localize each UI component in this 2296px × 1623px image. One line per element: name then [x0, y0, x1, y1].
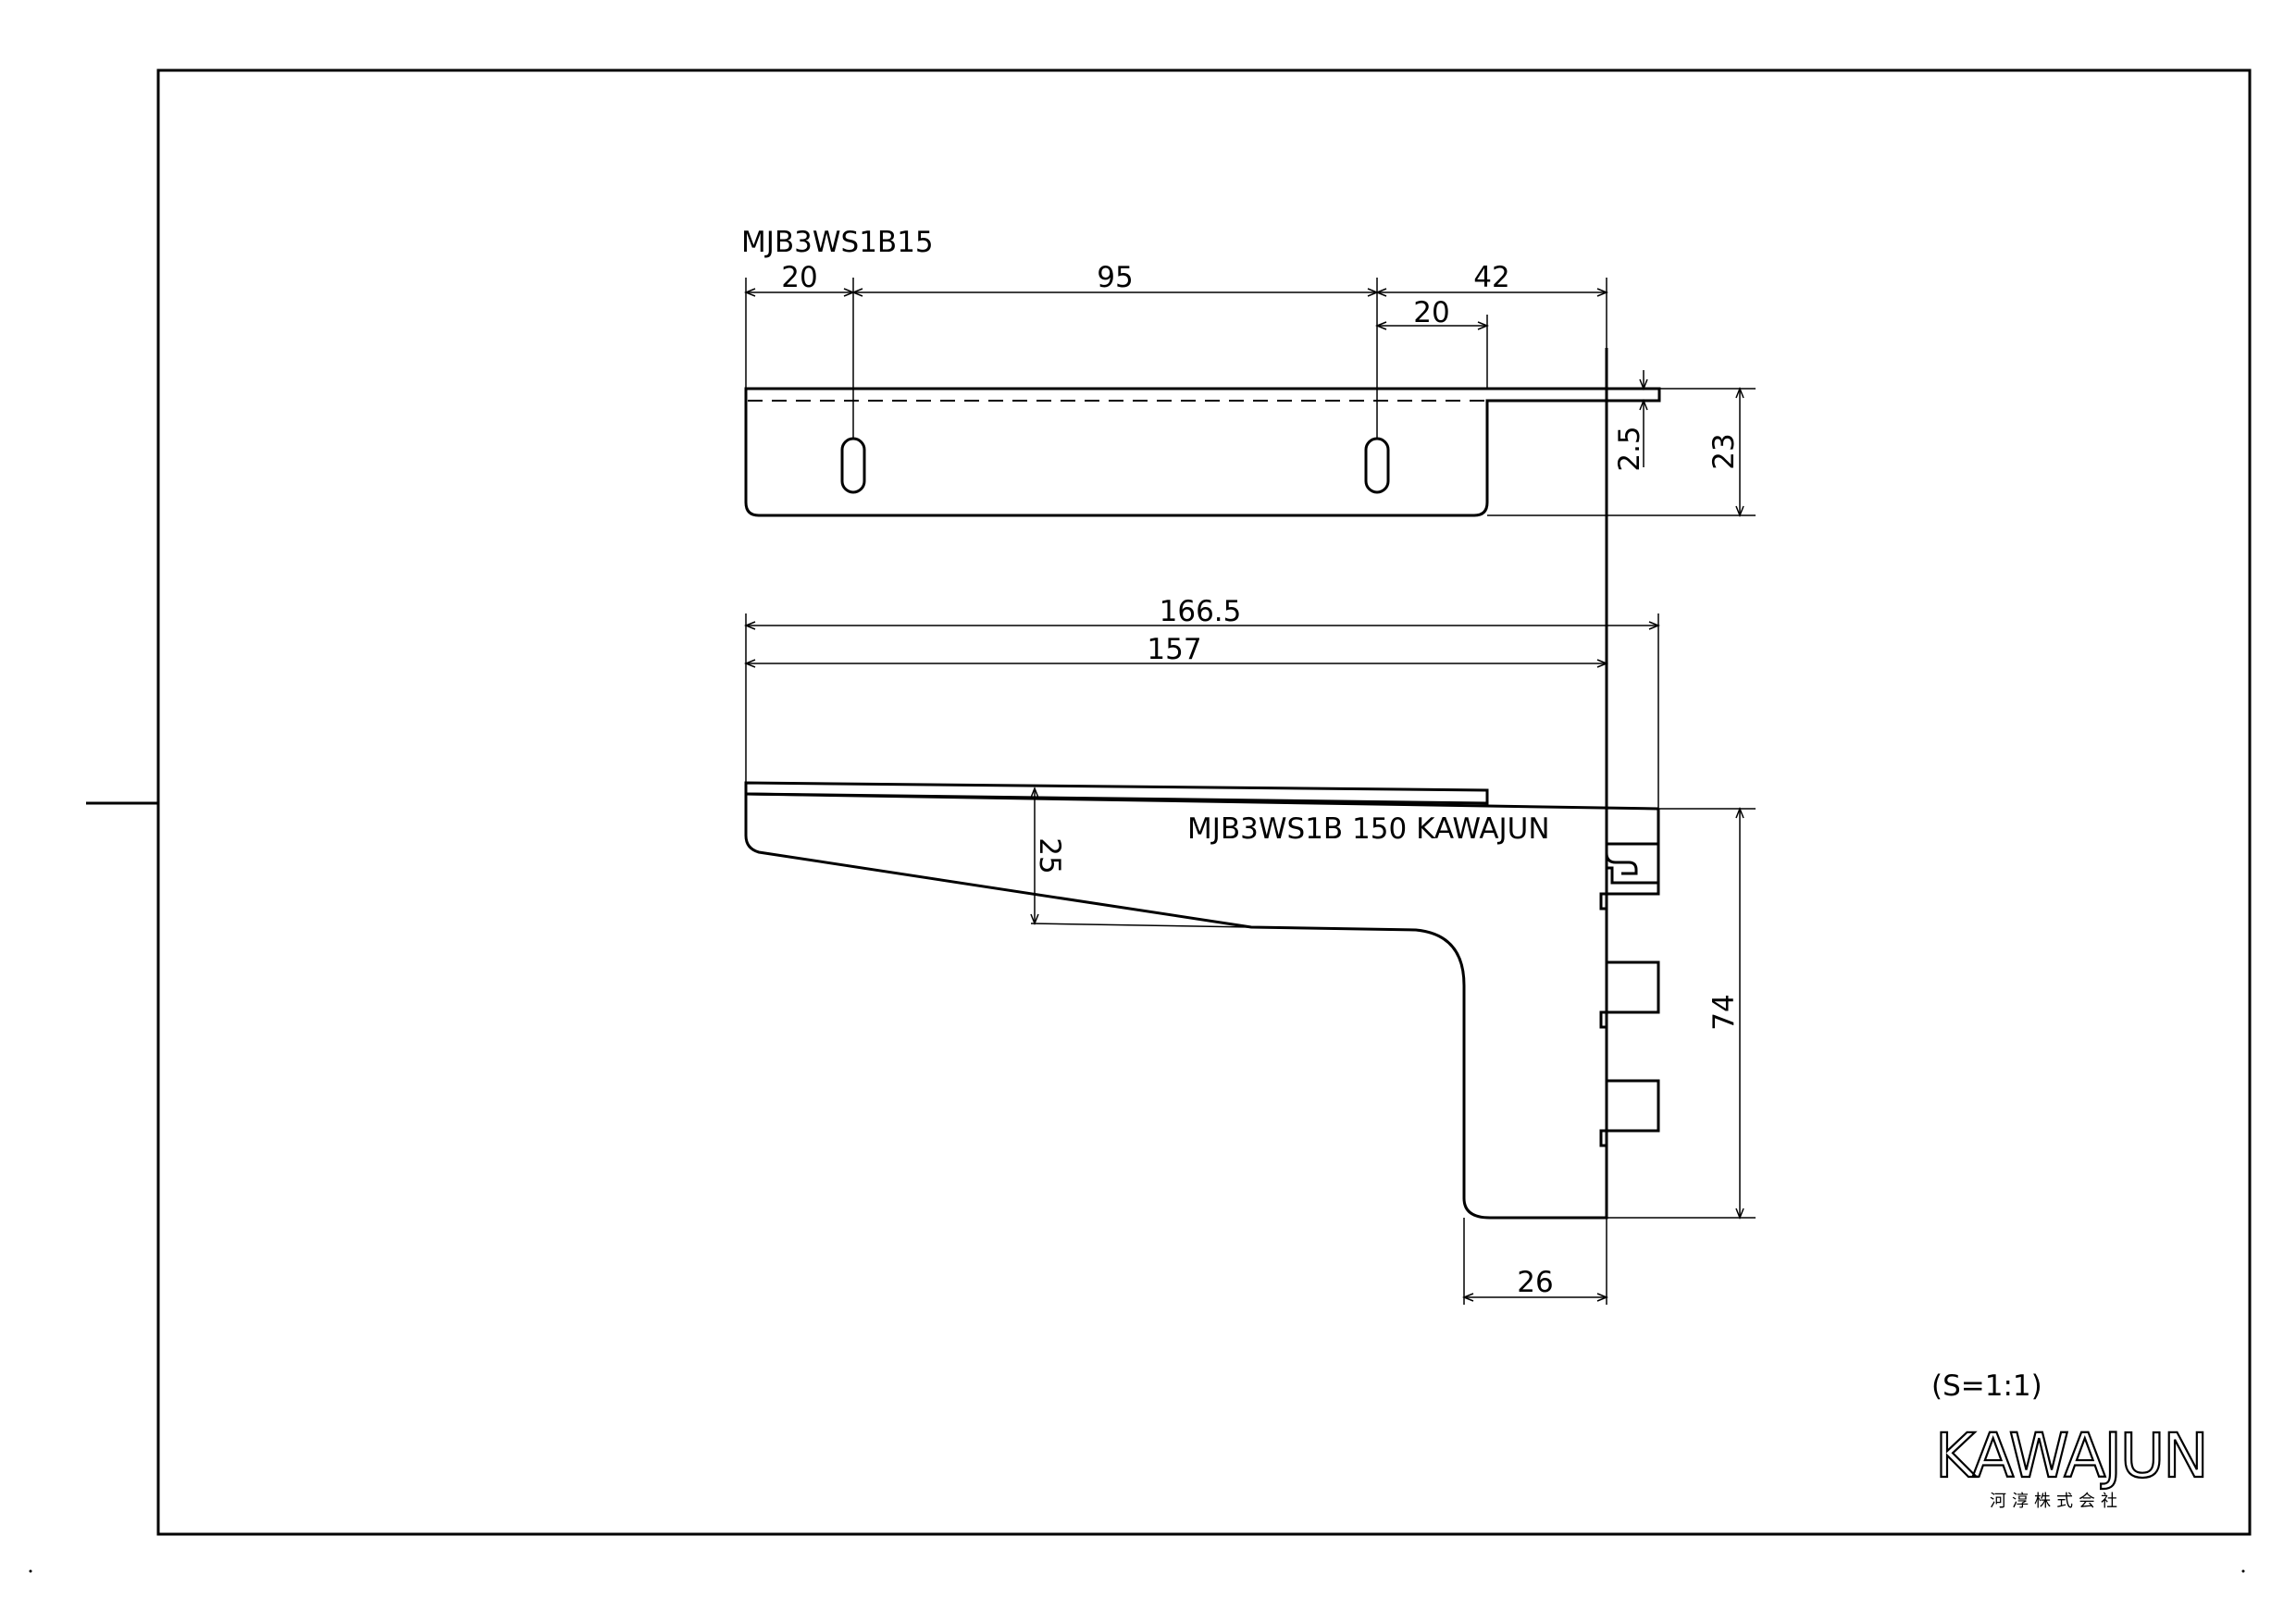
side-view: MJB3WS1B 150 KAWAJUN 166.5 157 25 74 26 [746, 595, 1756, 1305]
corner-dot-right [2241, 1569, 2245, 1573]
kawajun-logo: KAWAJUN [1935, 1420, 2207, 1492]
dim-74: 74 [1707, 994, 1741, 1030]
hook-1 [1605, 844, 1638, 875]
mounting-slot-right [1364, 437, 1390, 494]
dim-20-inner: 20 [1413, 296, 1449, 329]
company-name-jp: 河淳株式会社 [1990, 1492, 2123, 1511]
top-view-label: MJB3WS1B15 [741, 226, 934, 259]
top-plate-outline [744, 387, 1661, 517]
dim-26: 26 [1517, 1266, 1553, 1299]
dim-25: 25 [1033, 837, 1066, 873]
dim-95: 95 [1097, 261, 1133, 294]
dim-166-5: 166.5 [1160, 595, 1242, 628]
side-engraving: MJB3WS1B 150 KAWAJUN [1187, 812, 1550, 846]
bracket-top-surface [744, 781, 1489, 805]
bracket-outline [744, 783, 1660, 1220]
dim-23: 23 [1707, 433, 1741, 469]
dim-42: 42 [1473, 261, 1509, 294]
scale-label: (S=1:1) [1931, 1369, 2042, 1403]
corner-dot-left [29, 1569, 32, 1573]
dim-2-5: 2.5 [1613, 426, 1646, 471]
dim-157: 157 [1147, 633, 1201, 666]
mounting-slot-left [840, 437, 866, 494]
dim-20-left: 20 [781, 261, 817, 294]
top-view: MJB3WS1B15 20 95 42 20 2.5 23 [741, 226, 1756, 1218]
bracket-top-edge [745, 792, 1659, 811]
